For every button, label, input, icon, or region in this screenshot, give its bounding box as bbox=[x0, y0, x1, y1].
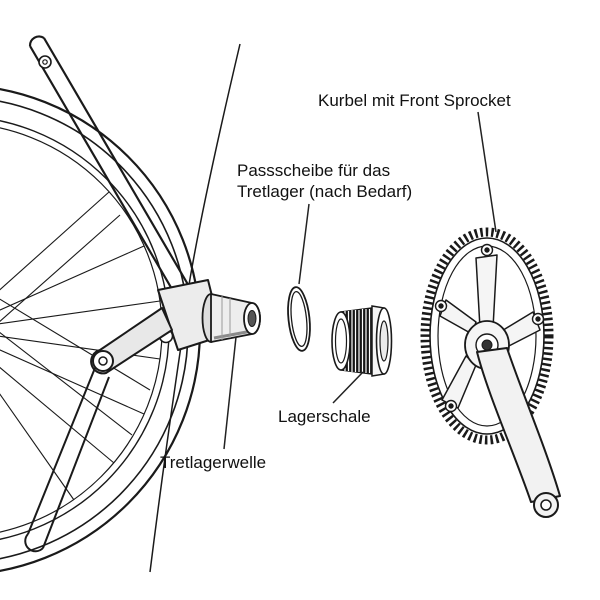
shim-washer bbox=[287, 286, 311, 352]
leader-line-crank bbox=[477, 111, 497, 233]
bearing-cup bbox=[331, 305, 393, 377]
crankset bbox=[420, 227, 561, 518]
frame-eyelet-hole bbox=[38, 55, 52, 69]
leader-line-shim bbox=[298, 203, 310, 285]
leader-lines bbox=[223, 111, 497, 450]
label-shim-line2: Tretlager (nach Bedarf) bbox=[237, 182, 413, 201]
leader-line-bearing-cup bbox=[332, 371, 364, 404]
right-crank-arm bbox=[476, 347, 561, 503]
label-spindle: Tretlagerwelle bbox=[160, 453, 267, 472]
left-pedal-boss bbox=[92, 350, 114, 372]
bottom-bracket-spindle bbox=[201, 293, 261, 343]
label-shim-line1: Passscheibe für das bbox=[237, 161, 391, 180]
label-crank: Kurbel mit Front Sprocket bbox=[318, 91, 511, 110]
leader-line-spindle bbox=[223, 336, 237, 450]
chainring-teeth bbox=[420, 227, 554, 445]
label-bearing-cup: Lagerschale bbox=[278, 407, 371, 426]
